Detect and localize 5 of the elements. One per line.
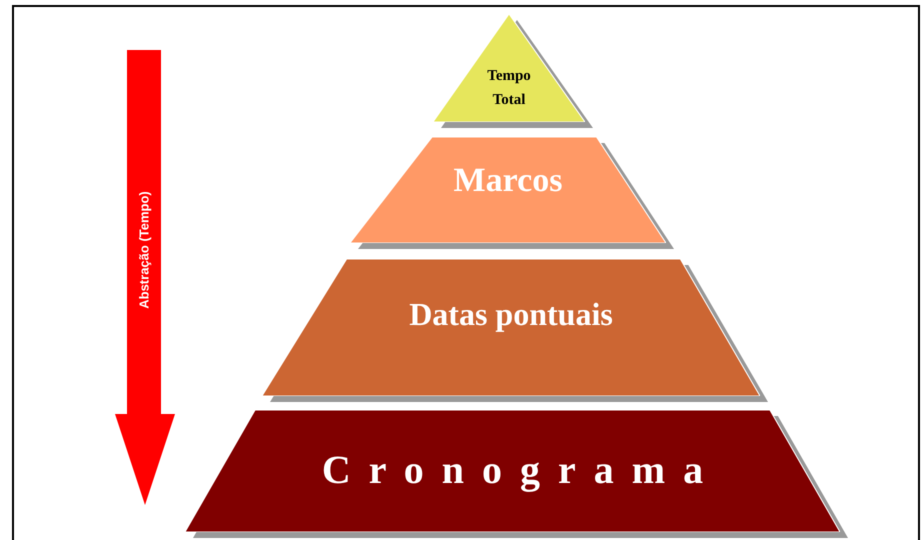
tier-label: Tempo Total	[486, 67, 532, 110]
tier-label: Cronograma	[320, 446, 722, 494]
axis-label: Abstração (Tempo)	[136, 191, 152, 309]
tier-label: Marcos	[452, 161, 564, 201]
tier-label: Datas pontuais	[408, 295, 614, 334]
